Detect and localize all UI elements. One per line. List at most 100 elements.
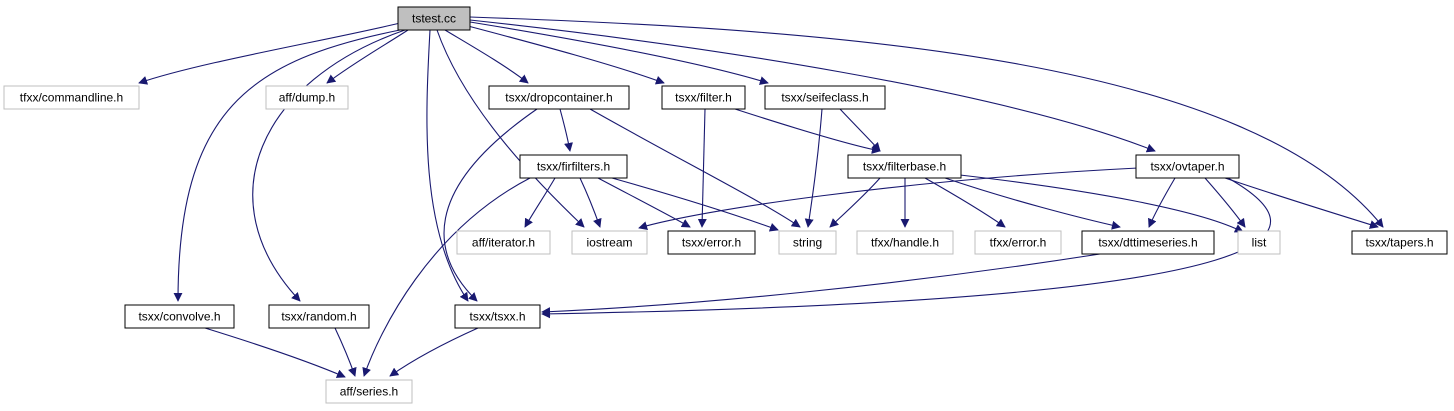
node-box <box>519 154 628 179</box>
node-label: tsxx/error.h <box>682 236 741 250</box>
node-label: iostream <box>586 236 632 250</box>
node-box <box>1135 154 1240 179</box>
node-label: tsxx/ovtaper.h <box>1150 160 1224 174</box>
include-edge-tsxx-seifeclass-h-to-string <box>804 108 823 228</box>
node-tsxx-tapers-h[interactable]: tsxx/tapers.h <box>1351 230 1448 255</box>
node-box <box>1237 230 1281 255</box>
include-edge-tsxx-filterbase-h-to-string <box>829 177 881 228</box>
include-edge-tstest-cc-to-tsxx-convolve-h <box>173 29 401 302</box>
node-label: list <box>1252 236 1267 250</box>
node-box <box>1351 230 1448 255</box>
node-label: tsxx/random.h <box>281 310 356 324</box>
include-edge-tsxx-dropcontainer-h-to-tsxx-tsxx-h <box>443 108 538 302</box>
node-tsxx-random-h[interactable]: tsxx/random.h <box>268 304 370 329</box>
include-edge-tstest-cc-to-tsxx-tsxx-h <box>426 29 469 302</box>
node-box <box>661 85 746 110</box>
node-box <box>778 230 837 255</box>
node-label: tsxx/seifeclass.h <box>781 91 868 105</box>
node-tsxx-filterbase-h[interactable]: tsxx/filterbase.h <box>847 154 962 179</box>
include-edge-tsxx-firfilters-h-to-aff-iterator-h <box>524 177 556 228</box>
node-label: aff/series.h <box>340 385 398 399</box>
include-edge-tsxx-convolve-h-to-aff-series-h <box>204 327 346 378</box>
node-list: list <box>1237 230 1281 255</box>
include-edge-tsxx-ovtaper-h-to-tsxx-dttimeseries-h <box>1148 177 1176 228</box>
node-box <box>265 85 349 110</box>
node-label: tsxx/tapers.h <box>1365 236 1433 250</box>
include-edge-tstest-cc-to-tsxx-random-h <box>252 29 406 302</box>
include-edge-tsxx-tsxx-h-to-aff-series-h <box>389 327 479 377</box>
node-box <box>847 154 962 179</box>
node-layer: tstest.cc tfxx/commandline.h aff/dump.h tsx… <box>3 6 1448 404</box>
node-box <box>325 379 413 404</box>
include-edge-tsxx-seifeclass-h-to-tsxx-filterbase-h <box>839 108 881 152</box>
node-label: aff/dump.h <box>279 91 335 105</box>
include-edge-tsxx-firfilters-h-to-iostream <box>579 177 602 228</box>
node-box <box>667 230 756 255</box>
node-tfxx-error-h: tfxx/error.h <box>974 230 1062 255</box>
node-tsxx-dropcontainer-h[interactable]: tsxx/dropcontainer.h <box>488 85 630 110</box>
node-tsxx-firfilters-h[interactable]: tsxx/firfilters.h <box>519 154 628 179</box>
node-box <box>268 304 370 329</box>
include-edge-tsxx-dttimeseries-h-to-tsxx-tsxx-h <box>541 253 1101 317</box>
include-edge-tsxx-filter-h-to-tsxx-error-h <box>697 108 707 228</box>
node-box <box>764 85 886 110</box>
include-edge-tsxx-filterbase-h-to-tfxx-error-h <box>924 177 1006 228</box>
node-label: tsxx/convolve.h <box>138 310 220 324</box>
node-tfxx-handle-h: tfxx/handle.h <box>856 230 954 255</box>
node-tsxx-ovtaper-h[interactable]: tsxx/ovtaper.h <box>1135 154 1240 179</box>
node-box <box>3 85 140 110</box>
include-edge-tsxx-filter-h-to-tsxx-filterbase-h <box>734 108 881 154</box>
include-edge-tsxx-filterbase-h-to-tsxx-dttimeseries-h <box>944 177 1121 230</box>
node-tsxx-tsxx-h[interactable]: tsxx/tsxx.h <box>454 304 541 329</box>
include-edge-tstest-cc-to-tfxx-commandline-h <box>138 22 401 85</box>
node-iostream: iostream <box>571 230 648 255</box>
node-label: tsxx/filter.h <box>675 91 732 105</box>
node-label: tsxx/dropcontainer.h <box>505 91 612 105</box>
include-edge-tstest-cc-to-aff-dump-h <box>326 29 409 84</box>
include-edge-tsxx-ovtaper-h-to-list <box>1204 177 1246 228</box>
node-box <box>456 230 551 255</box>
include-edge-tstest-cc-to-tsxx-filter-h <box>467 25 665 85</box>
node-tsxx-filter-h[interactable]: tsxx/filter.h <box>661 85 746 110</box>
edge-layer <box>138 16 1384 378</box>
include-edge-tstest-cc-to-tsxx-tapers-h <box>469 16 1384 228</box>
include-edge-tsxx-ovtaper-h-to-tsxx-tapers-h <box>1224 177 1379 229</box>
node-box <box>1081 230 1215 255</box>
node-label: tfxx/commandline.h <box>20 91 123 105</box>
node-label: tfxx/handle.h <box>871 236 939 250</box>
include-edge-tsxx-ovtaper-h-to-tsxx-tsxx-h <box>541 177 1271 319</box>
node-box <box>124 304 235 329</box>
node-box <box>454 304 541 329</box>
node-tsxx-convolve-h[interactable]: tsxx/convolve.h <box>124 304 235 329</box>
include-edge-tsxx-firfilters-h-to-tsxx-error-h <box>597 177 691 228</box>
node-tsxx-dttimeseries-h[interactable]: tsxx/dttimeseries.h <box>1081 230 1215 255</box>
node-box <box>488 85 630 110</box>
node-label: tsxx/dttimeseries.h <box>1098 236 1197 250</box>
include-edge-tstest-cc-to-tsxx-dropcontainer-h <box>444 29 529 84</box>
node-label: tsxx/firfilters.h <box>537 160 610 174</box>
node-tstest-cc[interactable]: tstest.cc <box>397 6 471 31</box>
node-aff-dump-h: aff/dump.h <box>265 85 349 110</box>
include-edge-tsxx-dropcontainer-h-to-string <box>589 108 801 228</box>
node-label: aff/iterator.h <box>472 236 535 250</box>
node-aff-iterator-h: aff/iterator.h <box>456 230 551 255</box>
node-box <box>571 230 648 255</box>
include-edge-tstest-cc-to-tsxx-seifeclass-h <box>469 21 769 85</box>
node-string: string <box>778 230 837 255</box>
include-edge-tstest-cc-to-iostream <box>436 29 585 228</box>
include-edge-tsxx-random-h-to-aff-series-h <box>334 327 357 377</box>
node-box <box>974 230 1062 255</box>
node-label: tsxx/tsxx.h <box>469 310 525 324</box>
node-box <box>856 230 954 255</box>
include-edge-tsxx-ovtaper-h-to-iostream <box>638 167 1139 231</box>
node-label: string <box>793 236 822 250</box>
include-edge-tsxx-firfilters-h-to-string <box>611 177 779 232</box>
node-tfxx-commandline-h: tfxx/commandline.h <box>3 85 140 110</box>
include-edge-tsxx-dropcontainer-h-to-tsxx-firfilters-h <box>559 108 573 152</box>
node-box <box>397 6 471 31</box>
node-tsxx-seifeclass-h[interactable]: tsxx/seifeclass.h <box>764 85 886 110</box>
node-tsxx-error-h[interactable]: tsxx/error.h <box>667 230 756 255</box>
node-label: tsxx/filterbase.h <box>863 160 946 174</box>
include-edge-tsxx-filterbase-h-to-list <box>959 174 1244 233</box>
